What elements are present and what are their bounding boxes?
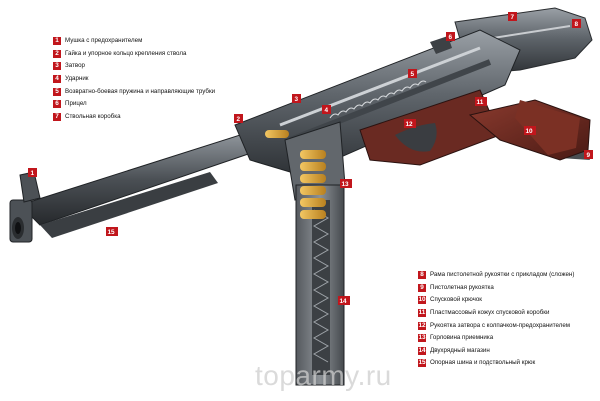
callout-3: 3 [292, 94, 301, 103]
legend-number: 13 [418, 334, 426, 343]
legend-item-10: 10 Спусковой крючок [418, 294, 574, 307]
legend-label: Пластмассовый кожух спусковой коробки [430, 309, 550, 317]
svg-text:10: 10 [526, 128, 534, 135]
legend-item-5: 5 Возвратно-боевая пружина и направляющие… [53, 85, 215, 98]
callout-11: 11 [475, 97, 487, 106]
svg-text:11: 11 [477, 99, 484, 106]
legend-number: 15 [418, 359, 426, 368]
svg-text:6: 6 [449, 34, 453, 41]
callout-7: 7 [508, 12, 517, 21]
legend-label: Рама пистолетной рукоятки с прикладом (с… [430, 271, 575, 279]
legend-number: 10 [418, 296, 426, 305]
svg-text:13: 13 [342, 181, 350, 188]
callout-9: 9 [584, 150, 593, 159]
callout-4: 4 [322, 105, 331, 114]
legend-number: 6 [53, 100, 61, 109]
legend-label: Горловина приемника [430, 334, 494, 342]
legend-number: 2 [53, 49, 61, 58]
legend-label: Мушка с предохранителем [65, 37, 143, 45]
barrel-assembly [9, 134, 262, 243]
legend-number: 8 [418, 271, 426, 280]
legend-label: Ударник [65, 75, 89, 83]
svg-text:8: 8 [575, 21, 579, 28]
legend-label: Пистолетная рукоятка [430, 283, 494, 291]
callout-5: 5 [408, 69, 417, 78]
legend-number: 4 [53, 75, 61, 84]
legend-item-11: 11 Пластмассовый кожух спусковой коробки [418, 307, 574, 320]
legend-item-9: 9 Пистолетная рукоятка [418, 282, 574, 295]
callout-13: 13 [340, 179, 352, 188]
legend-label: Прицел [65, 100, 87, 108]
callout-2: 2 [234, 114, 243, 123]
legend-label: Возвратно-боевая пружина и направляющие … [65, 87, 216, 95]
legend-label: Рукоятка затвора с колпачком-предохранит… [430, 321, 571, 329]
legend-label: Двухрядный магазин [430, 346, 490, 354]
svg-text:12: 12 [406, 121, 414, 128]
legend-item-2: 2 Гайка и упорное кольцо крепления ствола [53, 48, 215, 61]
callout-6: 6 [446, 32, 455, 41]
legend-number: 1 [53, 37, 61, 46]
svg-text:1: 1 [31, 170, 35, 177]
svg-text:2: 2 [237, 116, 241, 123]
legend-number: 3 [53, 62, 61, 71]
legend-number: 9 [418, 283, 426, 292]
callout-12: 12 [404, 119, 416, 128]
svg-text:7: 7 [511, 14, 515, 21]
watermark: toparmy.ru [255, 360, 392, 391]
legend-number: 7 [53, 112, 61, 121]
trigger-housing [359, 89, 591, 166]
callout-15: 15 [106, 227, 118, 236]
legend-number: 12 [418, 321, 426, 330]
legend-right: 8 Рама пистолетной рукоятки с прикладом (… [418, 269, 574, 370]
callout-1: 1 [28, 168, 37, 177]
legend-item-13: 13 Горловина приемника [418, 332, 574, 345]
legend-label: Спусковой крючок [430, 296, 483, 304]
legend-item-7: 7 Ствольная коробка [53, 111, 215, 124]
cartridges [265, 130, 326, 219]
svg-text:3: 3 [295, 96, 299, 103]
legend-item-14: 14 Двухрядный магазин [418, 345, 574, 358]
legend-label: Гайка и упорное кольцо крепления ствола [65, 49, 187, 57]
svg-text:9: 9 [587, 152, 591, 159]
legend-item-8: 8 Рама пистолетной рукоятки с прикладом (… [418, 269, 574, 282]
svg-text:14: 14 [340, 298, 348, 305]
legend-item-3: 3 Затвор [53, 60, 215, 73]
legend-item-6: 6 Прицел [53, 98, 215, 111]
legend-number: 14 [418, 346, 426, 355]
callout-14: 14 [338, 296, 350, 305]
legend-item-1: 1 Мушка с предохранителем [53, 35, 215, 48]
callout-10: 10 [524, 126, 536, 135]
svg-text:15: 15 [108, 229, 116, 236]
legend-label: Затвор [65, 62, 85, 70]
legend-number: 11 [418, 309, 426, 318]
legend-label: Опорная шина и подствольный крюк [430, 359, 536, 367]
legend-left: 1 Мушка с предохранителем 2 Гайка и упорно… [53, 35, 215, 123]
svg-text:4: 4 [325, 107, 329, 114]
legend-item-12: 12 Рукоятка затвора с колпачком-предохран… [418, 319, 574, 332]
legend-label: Ствольная коробка [65, 112, 121, 120]
legend-item-15: 15 Опорная шина и подствольный крюк [418, 357, 574, 370]
svg-text:5: 5 [411, 71, 415, 78]
legend-number: 5 [53, 87, 61, 96]
magazine [284, 121, 346, 386]
callout-8: 8 [572, 19, 581, 28]
legend-item-4: 4 Ударник [53, 73, 215, 86]
